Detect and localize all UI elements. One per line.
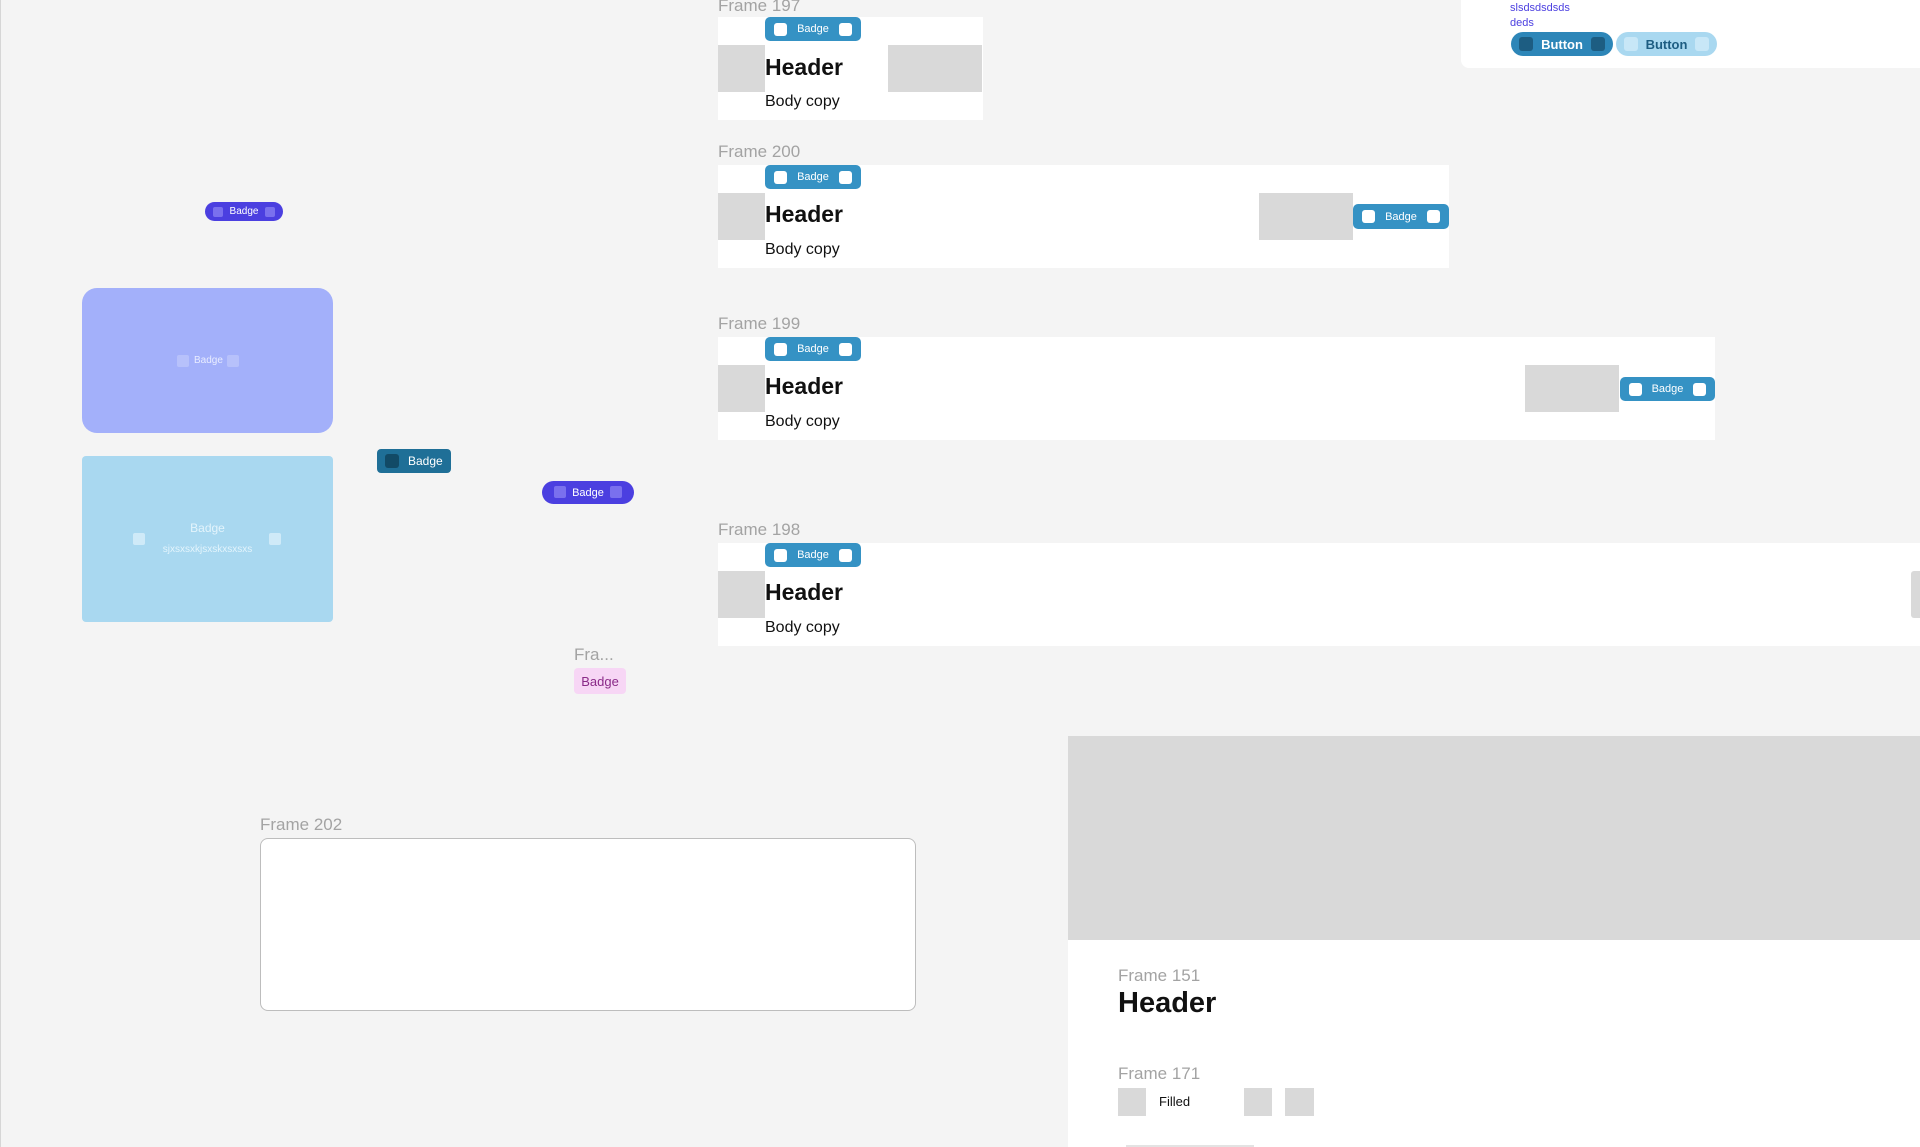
badge-label: Badge [408, 454, 443, 468]
button-label: Button [1541, 36, 1583, 52]
badge-right-icon [1427, 210, 1440, 223]
frame-151-image-placeholder [1068, 736, 1920, 940]
badge-left-icon [385, 454, 399, 468]
badge-label: Badge [797, 23, 829, 35]
action-placeholder[interactable] [1244, 1088, 1272, 1116]
divider [1126, 1145, 1254, 1147]
link-text: deds [1510, 17, 1534, 29]
badge-right-icon [227, 355, 239, 367]
avatar-placeholder [718, 45, 765, 92]
frame-200-body: Body copy [765, 241, 840, 258]
frame-151[interactable] [1068, 940, 1920, 1147]
frame-151-header: Header [1118, 987, 1217, 1019]
small-violet-badge[interactable]: Badge [205, 202, 283, 221]
frame-199-badge[interactable]: Badge [765, 337, 861, 361]
action-placeholder[interactable] [935, 45, 982, 92]
action-placeholder[interactable] [1911, 571, 1920, 618]
frame-label-fra: Fra... [574, 645, 614, 664]
badge-left-icon [774, 170, 787, 184]
badge-label: Badge [229, 206, 259, 217]
frame-197-header: Header [765, 54, 843, 80]
badge-right-icon [839, 22, 852, 36]
badge-label: Badge [581, 673, 619, 689]
badge-left-icon [1362, 210, 1375, 223]
action-placeholder[interactable] [1525, 365, 1572, 412]
badge-label: Badge [797, 171, 829, 183]
button-right-icon [1695, 37, 1709, 51]
frame-197-body: Body copy [765, 93, 840, 110]
filled-label: Filled [1159, 1094, 1191, 1109]
frame-label-198: Frame 198 [718, 520, 801, 539]
dark-blue-badge[interactable]: Badge [377, 449, 451, 473]
action-placeholder[interactable] [1306, 193, 1353, 240]
frame-label-202: Frame 202 [260, 815, 343, 834]
frame-200-header: Header [765, 201, 843, 227]
card-badge-label: Badge [190, 521, 225, 535]
button-left-icon [1519, 37, 1533, 51]
badge-left-icon [774, 22, 787, 36]
frame-label-199: Frame 199 [718, 314, 801, 333]
action-placeholder[interactable] [1285, 1088, 1314, 1116]
frame-202-textarea[interactable] [260, 838, 916, 1011]
badge-left-icon [133, 533, 145, 545]
badge-right-icon [269, 533, 281, 545]
badge-right-icon [1693, 382, 1706, 396]
badge-right-icon [839, 548, 852, 562]
frame-199-body: Body copy [765, 413, 840, 430]
badge-right-icon [265, 207, 275, 217]
frame-198-header: Header [765, 579, 843, 605]
frame-200-side-badge[interactable]: Badge [1353, 204, 1449, 229]
badge-right-icon [839, 342, 852, 356]
frame-label-200: Frame 200 [718, 142, 801, 161]
badge-label: Badge [797, 549, 829, 561]
button-dark[interactable]: Button [1511, 32, 1613, 56]
frame-197-badge[interactable]: Badge [765, 17, 861, 41]
badge-label: Badge [1385, 210, 1417, 223]
badge-right-icon [839, 170, 852, 184]
button-label: Button [1645, 36, 1688, 52]
frame-198-badge[interactable]: Badge [765, 543, 861, 567]
frame-199-side-badge[interactable]: Badge [1620, 377, 1715, 401]
canvas-edge [0, 0, 1, 1147]
button-left-icon [1624, 37, 1638, 51]
card-subtext: sjxsxsxkjsxskxsxsxs [162, 544, 253, 555]
frame-199-header: Header [765, 373, 843, 399]
avatar-placeholder [718, 571, 765, 618]
light-blue-card[interactable]: Badge sjxsxsxkjsxskxsxsxs [82, 456, 333, 622]
badge-left-icon [554, 486, 566, 498]
badge-left-icon [774, 342, 787, 356]
checkbox-placeholder[interactable] [1118, 1088, 1146, 1116]
pink-badge[interactable]: Badge [574, 668, 626, 694]
button-light[interactable]: Button [1616, 32, 1717, 56]
card-badge-label: Badge [194, 355, 223, 366]
frame-label-151: Frame 151 [1118, 966, 1201, 985]
avatar-placeholder [718, 365, 765, 412]
badge-right-icon [610, 486, 622, 498]
badge-label: Badge [797, 343, 829, 355]
button-right-icon [1591, 37, 1605, 51]
frame-label-197: Frame 197 [718, 0, 801, 15]
badge-label: Badge [1651, 383, 1684, 395]
avatar-placeholder [718, 193, 765, 240]
link-text: slsdsdsdsds [1510, 2, 1570, 14]
badge-left-icon [774, 548, 787, 562]
frame-198-body: Body copy [765, 619, 840, 636]
frame-198[interactable] [718, 543, 1920, 646]
action-placeholder[interactable] [1572, 365, 1619, 412]
badge-left-icon [177, 355, 189, 367]
badge-left-icon [213, 207, 223, 217]
purple-card[interactable]: Badge [82, 288, 333, 433]
violet-badge[interactable]: Badge [542, 481, 634, 504]
action-placeholder[interactable] [1259, 193, 1306, 240]
badge-label: Badge [572, 486, 604, 499]
badge-left-icon [1629, 382, 1642, 396]
frame-label-171: Frame 171 [1118, 1064, 1201, 1083]
action-placeholder[interactable] [888, 45, 935, 92]
frame-200-badge[interactable]: Badge [765, 165, 861, 189]
